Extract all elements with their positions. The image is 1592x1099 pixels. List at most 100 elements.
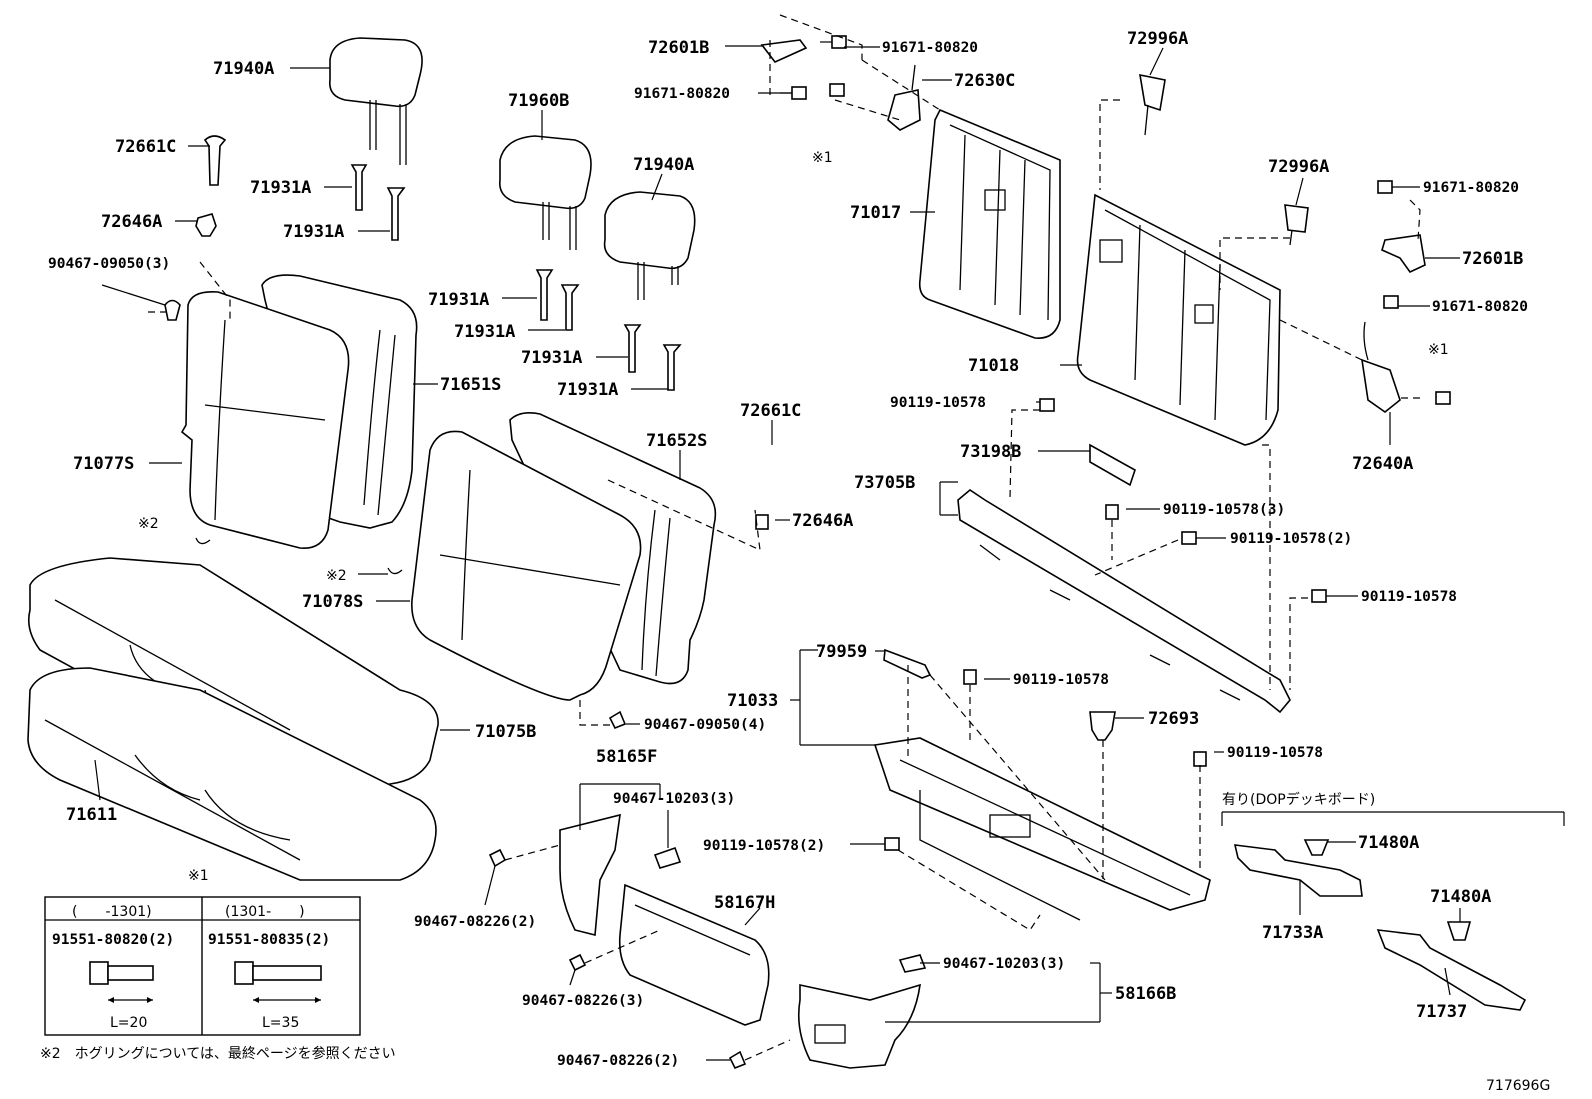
label-79959: 79959 — [816, 642, 867, 662]
latch-72996A-top — [1139, 73, 1166, 136]
label-71931A-2: 71931A — [283, 222, 344, 242]
clips-71480A — [1303, 839, 1472, 941]
label-73198B: 73198B — [960, 442, 1021, 462]
label-90467-10203-3a: 90467-10203(3) — [613, 791, 735, 807]
latch-72996A-mid — [1284, 204, 1309, 246]
bolt-91551-80835-icon — [234, 961, 322, 1003]
legend-col1-part: 91551-80820(2) — [52, 932, 174, 948]
label-90119-10578-3: 90119-10578(3) — [1163, 502, 1285, 518]
label-71733A: 71733A — [1262, 923, 1323, 943]
label-90119-10578-2b: 90119-10578(2) — [703, 838, 825, 854]
legend-col2-part: 91551-80835(2) — [208, 932, 330, 948]
label-72693: 72693 — [1148, 709, 1199, 729]
label-71077S: 71077S — [73, 454, 134, 474]
headrest-71940A-right — [603, 191, 696, 300]
part-labels: 71940A 72661C 71931A 71931A 72646A 90467… — [48, 29, 1528, 1069]
label-73705B: 73705B — [854, 473, 915, 493]
label-71737: 71737 — [1416, 1002, 1467, 1022]
headrest-guides — [350, 164, 682, 391]
hinge-72640A — [1361, 321, 1401, 414]
label-71078S: 71078S — [302, 592, 363, 612]
trim-58166B — [797, 983, 921, 1069]
legend-title: ※1 — [188, 868, 209, 884]
hog-rings — [195, 537, 403, 575]
legend-col1-length: L=20 — [110, 1015, 147, 1031]
legend-col2-range: (1301- ) — [225, 904, 305, 920]
label-71940A-1: 71940A — [213, 59, 274, 79]
label-58166B: 58166B — [1115, 984, 1176, 1004]
label-90467-08226-2a: 90467-08226(2) — [414, 914, 536, 930]
label-71931A-4: 71931A — [454, 322, 515, 342]
cushion-71611 — [27, 667, 437, 881]
label-72646A-1: 72646A — [101, 212, 162, 232]
label-71017: 71017 — [850, 203, 901, 223]
clip-72693 — [1089, 711, 1116, 741]
bolt-91551-80820-icon — [89, 961, 154, 1003]
label-91671-80820-2: 91671-80820 — [634, 86, 730, 102]
bolt-72661C-left — [203, 135, 227, 186]
label-90119-10578-4: 90119-10578 — [1361, 589, 1457, 605]
headrest-71940A-left — [328, 37, 423, 165]
frame-71018 — [1076, 193, 1281, 446]
label-72601B-1: 72601B — [648, 38, 709, 58]
note2-b: ※2 — [326, 568, 347, 584]
footnote: ※2 ホグリングについては、最終ページを参照ください — [40, 1045, 396, 1062]
label-72601B-2: 72601B — [1462, 249, 1523, 269]
label-72996A-1: 72996A — [1127, 29, 1188, 49]
label-71931A-6: 71931A — [557, 380, 618, 400]
label-91671-80820-3: 91671-80820 — [1423, 180, 1519, 196]
label-91671-80820-4: 91671-80820 — [1432, 299, 1528, 315]
label-72640A: 72640A — [1352, 454, 1413, 474]
dop-header: 有り(DOPデッキボード) — [1222, 791, 1375, 808]
seatback-71077S — [180, 290, 350, 549]
bracket-72601B-top — [760, 39, 808, 63]
plate-71733A — [1233, 844, 1363, 897]
bracket-72630C — [887, 64, 921, 131]
bar-73705B — [957, 489, 1291, 714]
frame-71033 — [873, 737, 1211, 921]
label-58167H: 58167H — [714, 893, 775, 913]
dashed-lines — [148, 14, 1421, 1061]
label-90119-10578-1: 90119-10578 — [890, 395, 986, 411]
bracket-72601B-right — [1381, 234, 1426, 274]
label-72661C-1: 72661C — [115, 137, 176, 157]
label-90467-10203-3b: 90467-10203(3) — [943, 956, 1065, 972]
label-71940A-2: 71940A — [633, 155, 694, 175]
bracket-73198B — [1089, 443, 1136, 487]
label-71652S: 71652S — [646, 431, 707, 451]
label-71960B: 71960B — [508, 91, 569, 111]
label-90467-08226-3: 90467-08226(3) — [522, 993, 644, 1009]
label-90467-09050-4: 90467-09050(4) — [644, 717, 766, 733]
label-58165F: 58165F — [596, 747, 657, 767]
note1-b: ※1 — [1428, 342, 1449, 358]
headrest-71960B — [498, 135, 592, 250]
label-71075B: 71075B — [475, 722, 536, 742]
legend-col2-length: L=35 — [262, 1015, 299, 1031]
rod-79959 — [883, 648, 932, 679]
label-72661C-2: 72661C — [740, 401, 801, 421]
label-71033: 71033 — [727, 691, 778, 711]
label-71931A-3: 71931A — [428, 290, 489, 310]
frame-71017 — [918, 108, 1061, 339]
label-72996A-2: 72996A — [1268, 157, 1329, 177]
label-71611: 71611 — [66, 805, 117, 825]
plate-71737 — [1376, 929, 1527, 1011]
label-71931A-5: 71931A — [521, 348, 582, 368]
legend-box: ※1 ( -1301) (1301- ) 91551-80820(2) 9155… — [44, 868, 361, 1036]
clip-72646A-left — [195, 213, 217, 237]
label-90467-09050-3: 90467-09050(3) — [48, 256, 170, 272]
trim-58165F — [559, 813, 621, 937]
seatback-71078S — [411, 430, 642, 701]
label-71480A-1: 71480A — [1358, 833, 1419, 853]
label-90467-08226-2b: 90467-08226(2) — [557, 1053, 679, 1069]
bolts — [755, 35, 1451, 851]
label-71480A-2: 71480A — [1430, 887, 1491, 907]
label-71651S: 71651S — [440, 375, 501, 395]
label-71018: 71018 — [968, 356, 1019, 376]
label-90119-10578-5: 90119-10578 — [1013, 672, 1109, 688]
clips-small — [164, 299, 927, 1070]
legend-col1-range: ( -1301) — [72, 904, 152, 920]
leader-lines — [94, 45, 1565, 1061]
label-91671-80820-1: 91671-80820 — [882, 40, 978, 56]
